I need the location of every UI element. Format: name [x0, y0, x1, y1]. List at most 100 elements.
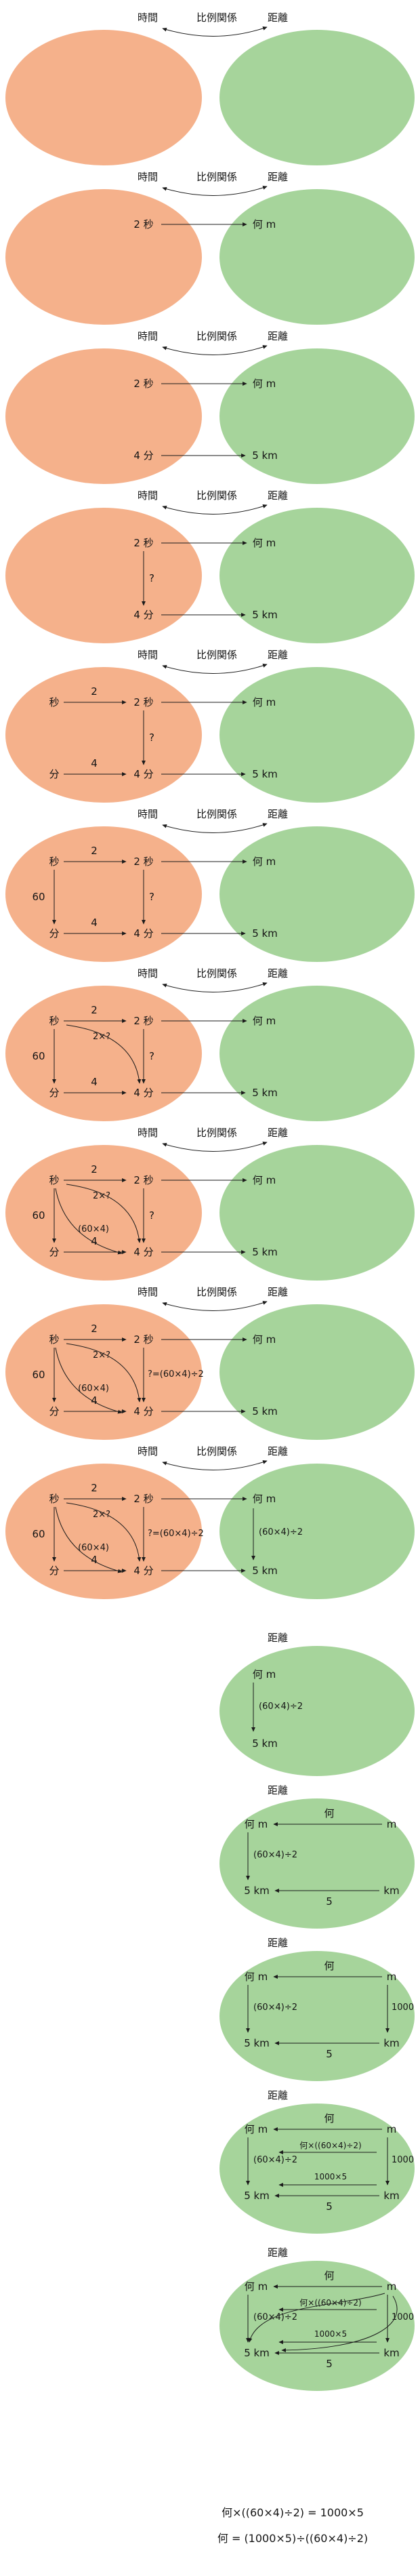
time-set-ellipse — [5, 189, 202, 325]
factor-2-label: 2 — [91, 1004, 98, 1016]
proportional-relation-arrow — [162, 1142, 268, 1152]
minutes-unit-label: 分 — [49, 1087, 60, 1099]
five-km-label: 5 km — [244, 2347, 270, 2359]
factor-4-label: 4 — [91, 917, 98, 929]
km-unit-label: km — [383, 1885, 400, 1897]
two-seconds-label: 2 秒 — [133, 856, 154, 868]
conversion-factor-label: (60×4)÷2 — [253, 2155, 298, 2165]
proportional-relation-label: 比例関係 — [196, 967, 238, 980]
five-km-label: 5 km — [252, 1405, 278, 1417]
two-seconds-label: 2 秒 — [133, 218, 154, 230]
proportional-relation-arrow — [162, 504, 268, 515]
seconds-unit-label: 秒 — [49, 696, 60, 708]
arrows-layer — [162, 26, 268, 37]
five-km-label: 5 km — [244, 1885, 270, 1897]
time-header-label: 時間 — [137, 1286, 159, 1298]
time-set-ellipse — [5, 508, 202, 643]
factor-1000-label: 1000 — [392, 2155, 415, 2165]
conversion-factor-label: (60×4)÷2 — [253, 2312, 298, 2322]
time-set-ellipse — [5, 826, 202, 962]
right-path-product-label: 1000×5 — [314, 2329, 348, 2339]
time-set-ellipse — [5, 1145, 202, 1281]
distance-header-label: 距離 — [267, 967, 289, 980]
left-path-product-label: 何×((60×4)÷2) — [299, 2141, 362, 2150]
curve-sec-via-2sec-to-4min — [66, 1184, 142, 1243]
factor-5-label: 5 — [326, 2200, 333, 2213]
distance-header-label: 距離 — [267, 1286, 289, 1298]
minutes-unit-label: 分 — [49, 1565, 60, 1577]
minutes-unit-label: 分 — [49, 1246, 60, 1258]
arrows-layer — [161, 345, 268, 458]
unknown-factor-label: ? — [149, 891, 154, 903]
meter-unit-label: m — [386, 2280, 397, 2293]
distance-set-ellipse — [219, 1464, 415, 1599]
two-seconds-label: 2 秒 — [133, 378, 154, 390]
distance-set-ellipse — [219, 826, 415, 962]
conversion-factor-label: (60×4)÷2 — [259, 1702, 303, 1712]
conclusion-equation-2: 何 = (1000×5)÷((60×4)÷2) — [217, 2532, 369, 2545]
arrows-layer — [52, 1460, 268, 1573]
panel-step-15: 距離 何 m m 何 何×((60×4)÷2) (60×4)÷2 1000 10… — [0, 2247, 420, 2404]
time-header-label: 時間 — [137, 171, 159, 183]
time-set-ellipse — [5, 1304, 202, 1440]
conversion-factor-label: (60×4)÷2 — [259, 1527, 303, 1537]
two-seconds-label: 2 秒 — [133, 696, 154, 708]
factor-4-label: 4 — [91, 757, 98, 769]
arrows-layer — [52, 1301, 268, 1414]
conclusion-equation-1: 何×((60×4)÷2) = 1000×5 — [222, 2506, 364, 2519]
arrows-layer — [246, 1822, 382, 1893]
factor-4-label: 4 — [91, 1076, 98, 1088]
time-header-label: 時間 — [137, 1127, 159, 1139]
distance-set-ellipse — [219, 2104, 415, 2234]
what-meters-label: 何 m — [252, 378, 276, 390]
distance-set-ellipse — [219, 1145, 415, 1281]
what-meters-label: 何 m — [252, 1493, 276, 1505]
curve-sec-via-min-to-4min — [55, 1347, 123, 1414]
five-km-label: 5 km — [252, 927, 278, 940]
distance-set-ellipse — [219, 667, 415, 803]
distance-header-label: 距離 — [267, 1937, 289, 1949]
km-unit-label: km — [383, 2190, 400, 2202]
factor-60-label: 60 — [32, 1050, 45, 1062]
two-seconds-label: 2 秒 — [133, 1174, 154, 1186]
distance-header-label: 距離 — [267, 2247, 289, 2259]
proportional-relation-label: 比例関係 — [196, 808, 238, 820]
panel-step-14: 距離 何 m m 何 何×((60×4)÷2) (60×4)÷2 1000 10… — [0, 2090, 420, 2239]
distance-set-ellipse — [219, 508, 415, 643]
proportional-relation-arrow — [162, 982, 268, 993]
minutes-unit-label: 分 — [49, 1405, 60, 1417]
panel-step-5: 時間 比例関係 距離 秒 2 秒 何 m 分 4 分 5 km 2 4 ? — [0, 649, 420, 809]
time-set-ellipse — [5, 986, 202, 1121]
time-header-label: 時間 — [137, 967, 159, 980]
proportional-relation-arrow — [162, 345, 268, 356]
factor-5-label: 5 — [326, 1895, 333, 1908]
proportional-relation-label: 比例関係 — [196, 12, 238, 24]
what-meters-label: 何 m — [244, 2123, 268, 2135]
curve-sec-via-2sec-to-4min — [66, 1502, 142, 1562]
proportional-relation-arrow — [162, 1460, 268, 1471]
distance-header-label: 距離 — [267, 1632, 289, 1644]
factor-2-label: 2 — [91, 1482, 98, 1494]
distance-set-ellipse — [219, 1646, 415, 1776]
distance-header-label: 距離 — [267, 1127, 289, 1139]
proportional-relation-label: 比例関係 — [196, 171, 238, 183]
proportional-relation-label: 比例関係 — [196, 1445, 238, 1457]
time-header-label: 時間 — [137, 489, 159, 502]
km-unit-label: km — [383, 2037, 400, 2049]
five-km-label: 5 km — [252, 449, 278, 462]
five-km-label: 5 km — [252, 1737, 278, 1750]
panel-step-3: 時間 比例関係 距離 2 秒 何 m 4 分 5 km — [0, 331, 420, 490]
meter-unit-label: m — [386, 1818, 397, 1830]
time-header-label: 時間 — [137, 12, 159, 24]
arrows-layer — [52, 982, 268, 1095]
distance-set-ellipse — [219, 1951, 415, 2081]
seconds-unit-label: 秒 — [49, 1015, 60, 1027]
arrows-layer — [52, 1142, 268, 1255]
what-meters-label: 何 m — [244, 1818, 268, 1830]
time-header-label: 時間 — [137, 1445, 159, 1457]
proportional-relation-label: 比例関係 — [196, 649, 238, 661]
distance-header-label: 距離 — [267, 489, 289, 502]
arrows-layer — [246, 2127, 390, 2198]
factor-2-label: 2 — [91, 1163, 98, 1175]
two-seconds-label: 2 秒 — [133, 537, 154, 549]
